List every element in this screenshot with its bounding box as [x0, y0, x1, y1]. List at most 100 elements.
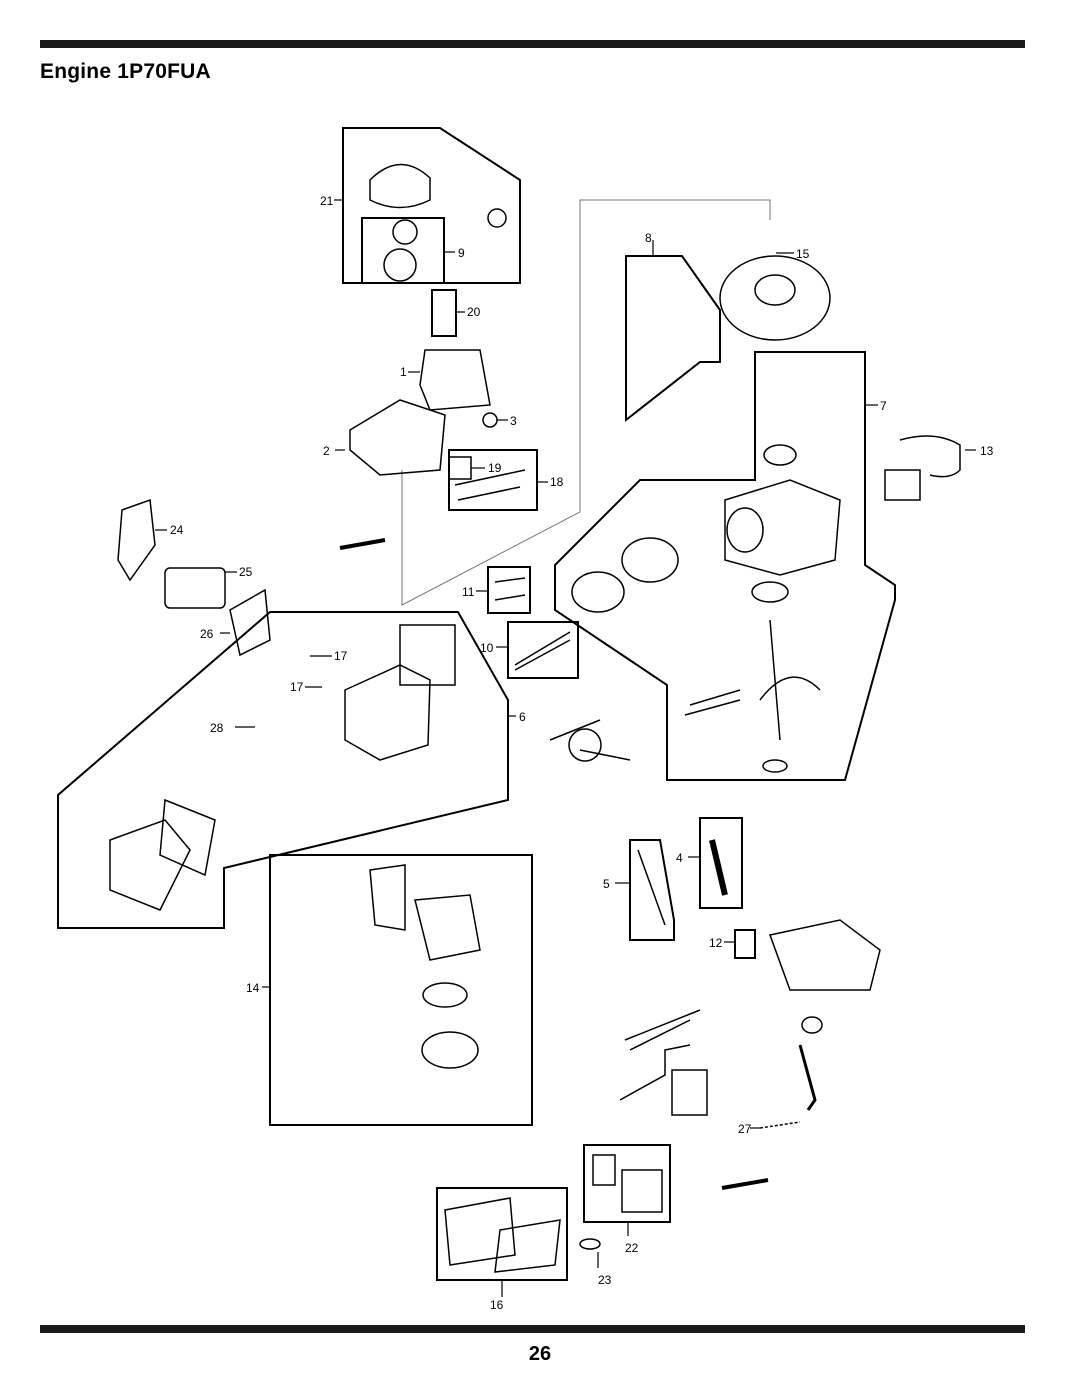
head-gasket-part: [399, 624, 456, 686]
air-cleaner-cover-part: [494, 1219, 561, 1273]
heat-shield-part: [229, 588, 271, 657]
insulator-plate-part: [369, 864, 406, 931]
crankshaft-part: [759, 619, 821, 741]
shroud-part: [349, 399, 446, 476]
part-18-box: [448, 449, 538, 511]
part-12-box: [734, 929, 756, 959]
part-10-box: [507, 621, 579, 679]
part-22-box: [583, 1144, 671, 1223]
callout-23: 23: [598, 1273, 612, 1287]
valve-cover-part: [109, 819, 191, 911]
starter-housing-part: [369, 163, 431, 209]
callout-20: 20: [467, 305, 481, 319]
callout-27: 27: [738, 1122, 752, 1136]
part-5-box: [629, 839, 675, 941]
callout-21: 21: [320, 194, 334, 208]
pushrod-part: [454, 469, 526, 501]
crankcase-group-box: [554, 351, 896, 781]
choke-rod-part: [721, 1178, 769, 1190]
part-11-box: [487, 566, 531, 614]
camshaft-part: [549, 719, 631, 761]
top-rule: [40, 40, 1025, 48]
cylinder-head-part: [344, 664, 431, 761]
cylinder-bore: [726, 507, 764, 553]
callout-4: 4: [676, 851, 683, 865]
starter-spring-part: [392, 219, 418, 245]
callout-17: 17: [290, 680, 304, 694]
connecting-rod-part: [684, 689, 741, 716]
control-bracket-part: [671, 1069, 708, 1116]
piston-part: [621, 537, 679, 583]
ignition-group-box: [625, 255, 721, 423]
callout-10: 10: [480, 641, 494, 655]
oil-fill-tube-part: [709, 839, 728, 896]
callout-1: 1: [400, 365, 407, 379]
callout-16: 16: [490, 1298, 504, 1312]
callout-6: 6: [519, 710, 526, 724]
oil-seal-part: [762, 759, 788, 773]
bottom-rule: [40, 1325, 1025, 1333]
guide-line: [401, 199, 771, 606]
callout-13: 13: [980, 444, 994, 458]
wing-nut-part: [579, 1238, 601, 1250]
callout-28: 28: [210, 721, 224, 735]
washer-part: [801, 1016, 823, 1034]
callout-18: 18: [550, 475, 564, 489]
governor-linkage-part: [624, 1009, 701, 1051]
cylinder-head-box: [57, 611, 509, 929]
float-bowl-gasket-part: [422, 982, 468, 1008]
starter-pawl-part: [487, 208, 507, 228]
part-19-box: [448, 456, 472, 480]
callout-17: 17: [334, 649, 348, 663]
main-bearing-part: [751, 581, 789, 603]
callout-12: 12: [709, 936, 723, 950]
callout-26: 26: [200, 627, 214, 641]
starter-group-box: [342, 127, 521, 284]
pawl-subgroup-box: [361, 217, 445, 284]
carburetor-box: [269, 854, 533, 1126]
knob-part: [482, 412, 498, 428]
air-filter-element-part: [592, 1154, 616, 1186]
callout-11: 11: [462, 585, 475, 599]
valves-part: [494, 577, 526, 601]
callout-24: 24: [170, 523, 184, 537]
breather-tube-part: [339, 538, 386, 550]
callout-5: 5: [603, 877, 610, 891]
part-4-box: [699, 817, 743, 909]
throttle-rod-part: [619, 1044, 691, 1101]
dipstick-part: [637, 849, 666, 926]
callout-15: 15: [796, 247, 810, 261]
callout-14: 14: [246, 981, 260, 995]
float-bowl-part: [421, 1031, 479, 1069]
pushrods-part: [514, 631, 571, 671]
callout-7: 7: [880, 399, 887, 413]
callout-8: 8: [645, 231, 652, 245]
cam-gear-part: [568, 728, 602, 762]
flywheel-part: [719, 255, 831, 341]
governor-arm-part: [798, 1044, 817, 1111]
air-cleaner-base-part: [444, 1197, 516, 1266]
callout-25: 25: [239, 565, 253, 579]
pre-filter-part: [621, 1169, 663, 1213]
blower-housing-part: [419, 349, 491, 411]
callout-9: 9: [458, 246, 465, 260]
valve-cover-gasket-part: [159, 798, 216, 877]
callout-22: 22: [625, 1241, 639, 1255]
callout-19: 19: [488, 461, 502, 475]
cylinder-block-part: [724, 479, 841, 576]
part-20-box: [431, 289, 457, 337]
piston-rings-part: [571, 571, 625, 613]
callout-2: 2: [323, 444, 330, 458]
crankcase-cover-part: [769, 919, 881, 991]
muffler-part: [164, 567, 226, 609]
carburetor-part: [414, 894, 481, 961]
flywheel-hub: [754, 274, 796, 306]
ignition-coil-part: [884, 469, 921, 501]
page-title: Engine 1P70FUA: [40, 60, 211, 83]
starter-pulley-part: [383, 248, 417, 282]
page-number: 26: [528, 1343, 552, 1365]
callout-3: 3: [510, 414, 517, 428]
muffler-guard-part: [117, 498, 156, 582]
bearing-part: [763, 444, 797, 466]
